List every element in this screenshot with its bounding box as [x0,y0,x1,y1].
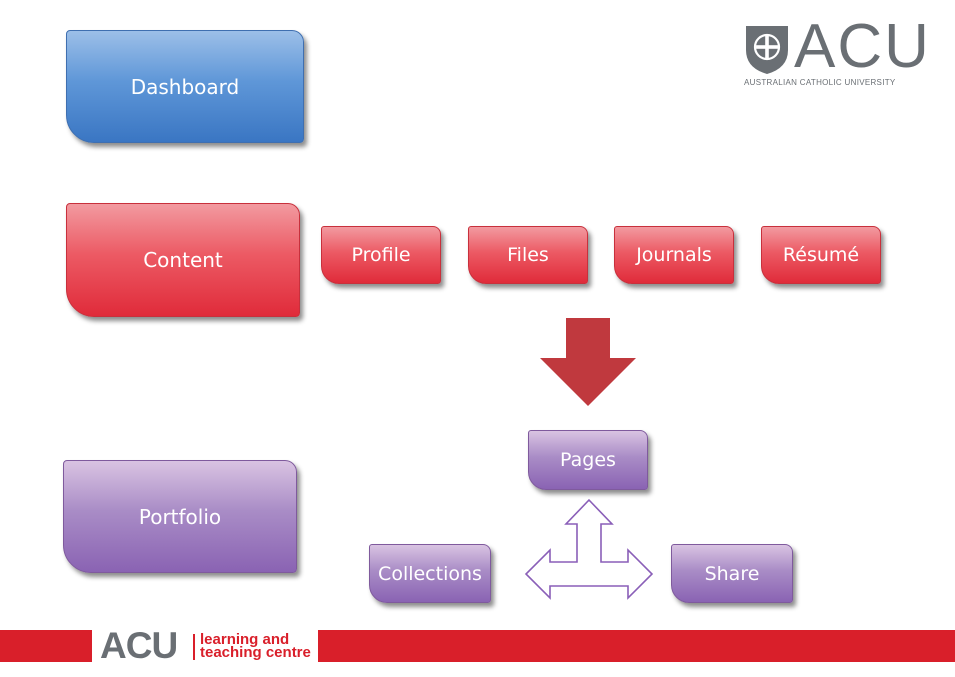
down-arrow-shape [540,318,636,406]
acu-tagline: AUSTRALIAN CATHOLIC UNIVERSITY [744,78,896,87]
footer-teaching-text: teaching centre [200,644,311,661]
footer-banner: ACU learning and teaching centre [0,625,955,666]
three-way-arrow-shape [524,498,654,600]
footer-divider [193,634,195,660]
footer-learning-text: learning and [200,631,290,648]
footer-red-bar [318,630,955,662]
pages-node: Pages [528,430,648,490]
content-node: Content [66,203,300,317]
journals-node: Journals [614,226,734,284]
footer-red-block [0,630,92,662]
acu-wordmark: ACU [794,12,931,81]
three-way-arrow [524,498,654,600]
share-node: Share [671,544,793,603]
portfolio-node: Portfolio [63,460,297,573]
dashboard-node: Dashboard [66,30,304,143]
acu-shield-icon [746,26,788,74]
collections-node: Collections [369,544,491,603]
footer-acu-logo: ACU [100,625,178,666]
down-arrow [540,318,636,406]
profile-node: Profile [321,226,441,284]
resume-node: Résumé [761,226,881,284]
files-node: Files [468,226,588,284]
